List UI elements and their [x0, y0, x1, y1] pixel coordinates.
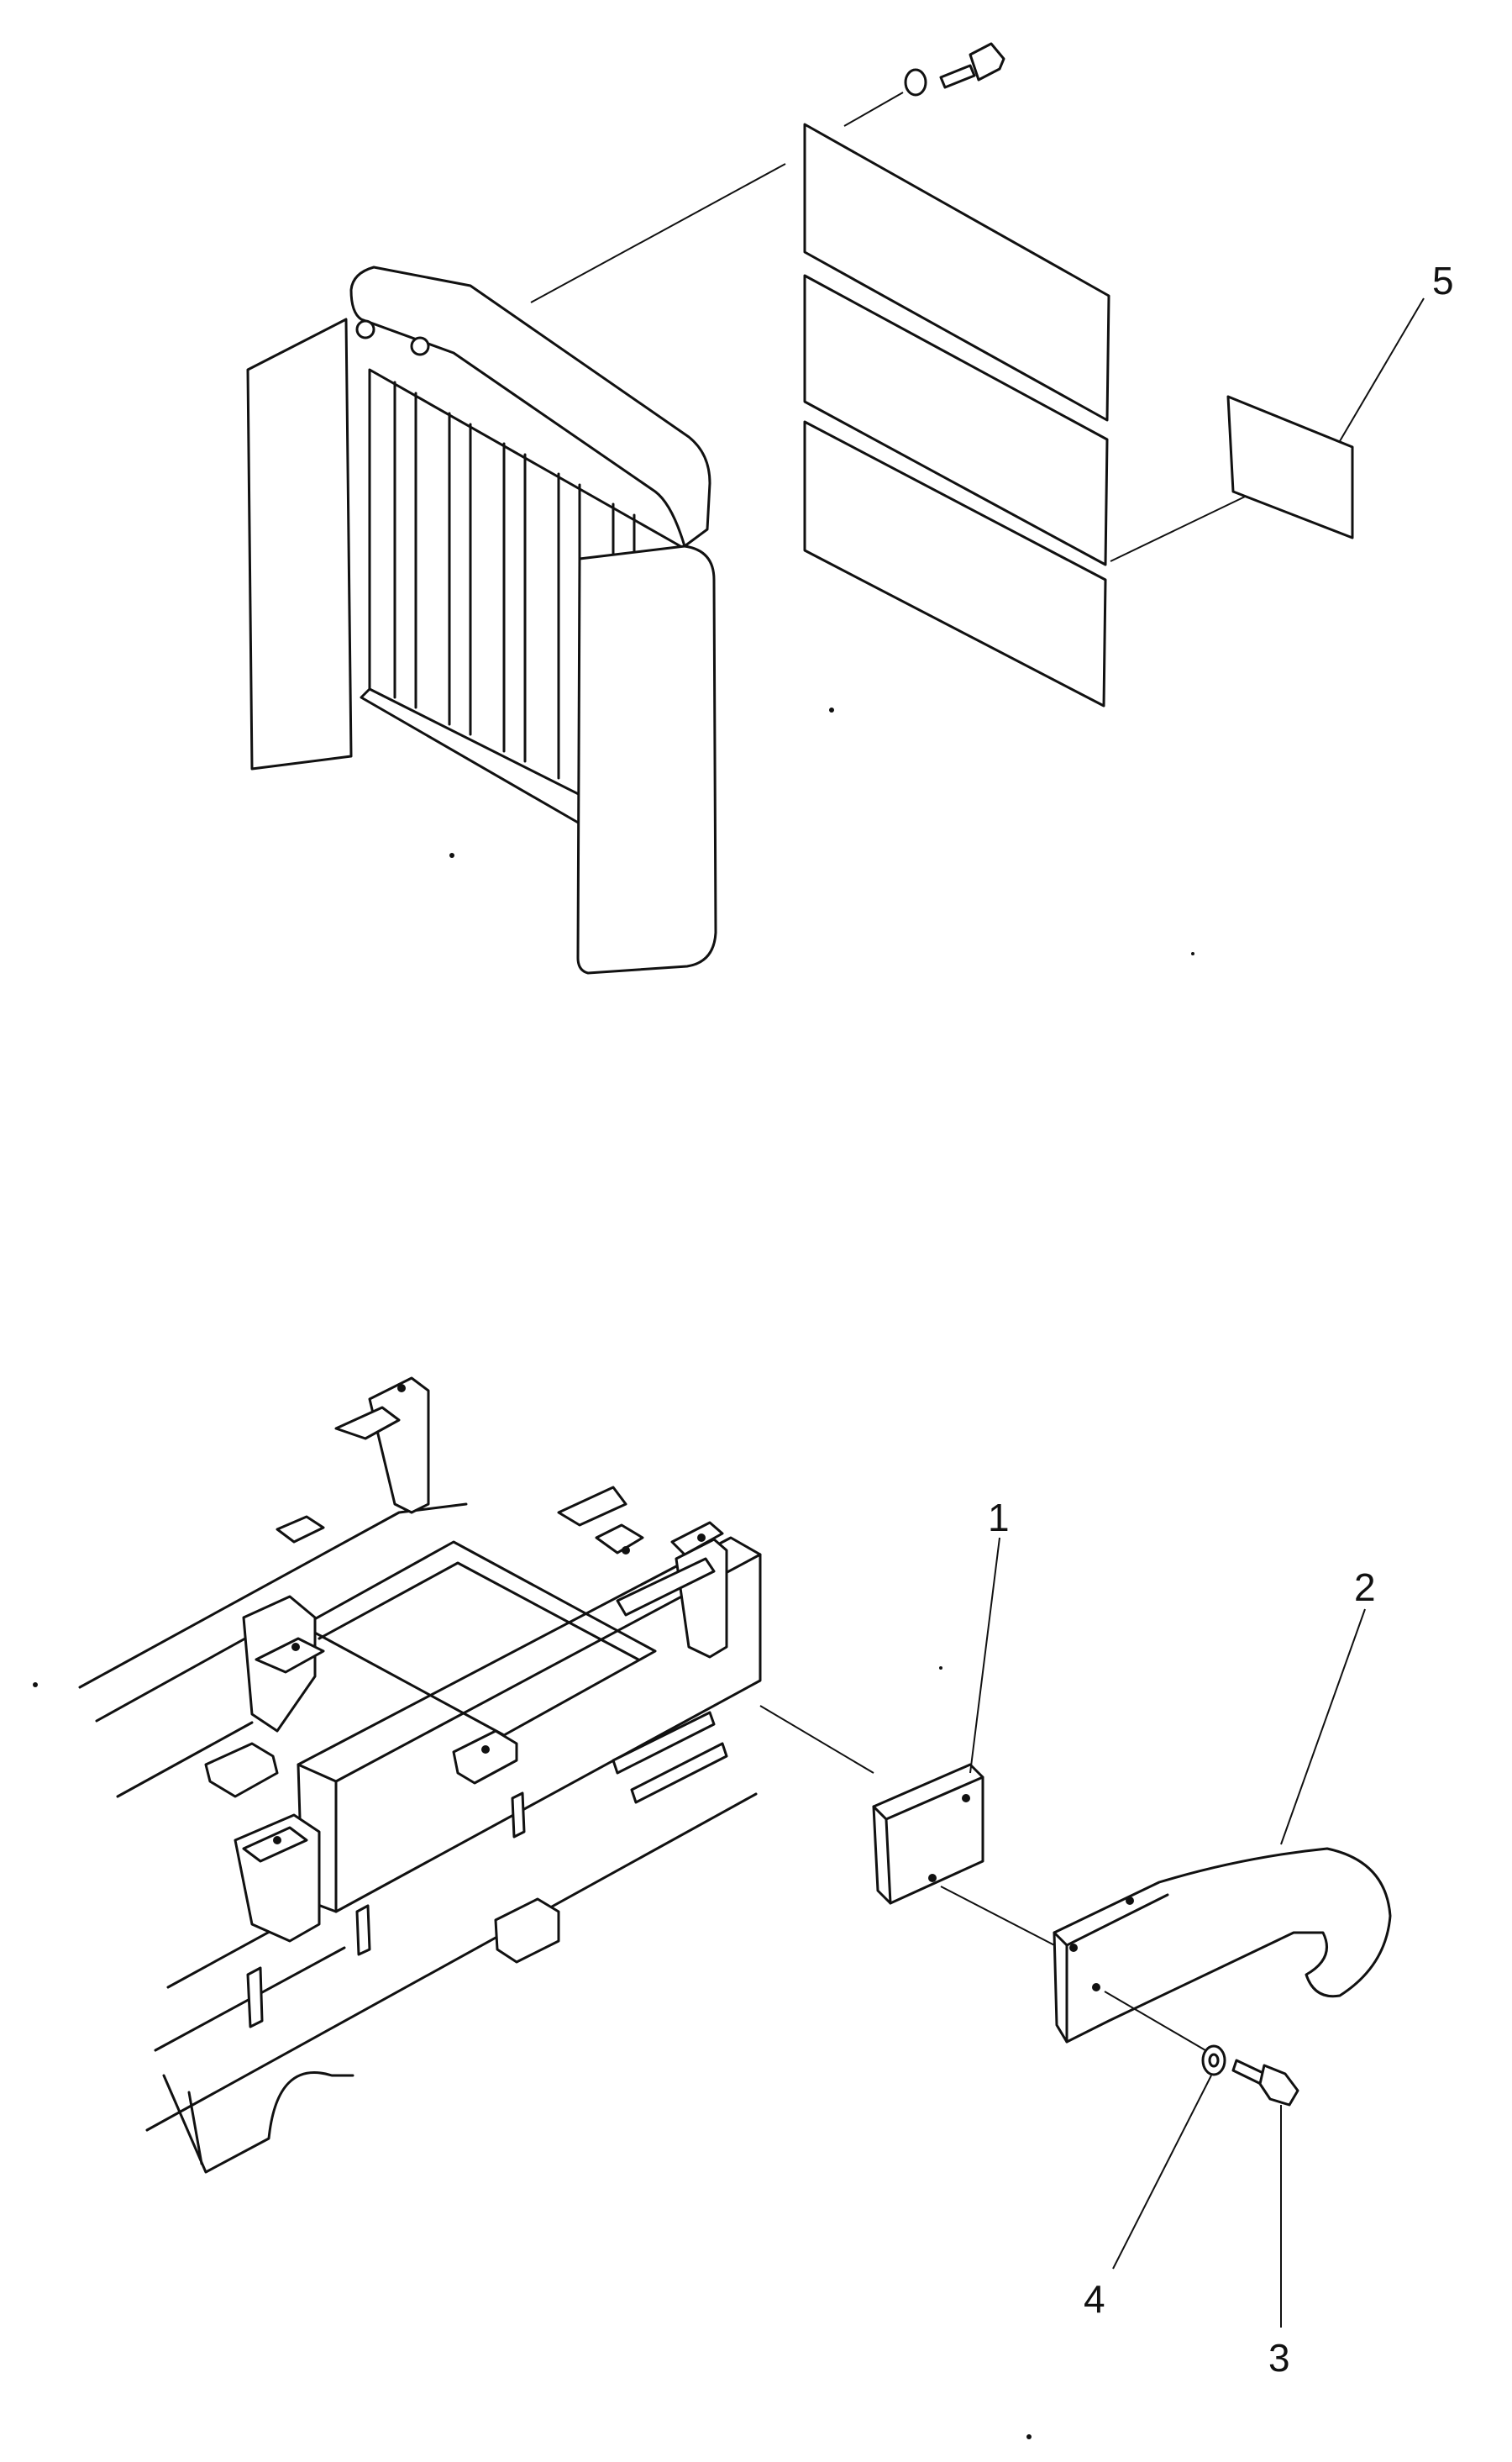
- frame-upright-back: [368, 1376, 430, 1514]
- tow-hook-hole-a: [1126, 1896, 1134, 1905]
- plate-3: [803, 420, 1107, 708]
- frame-rail-mid: [116, 1721, 254, 1798]
- top-bolt-assembly: [843, 42, 1005, 127]
- tow-hook-hole-c: [1092, 1983, 1100, 1991]
- frame-notch-c: [557, 1486, 627, 1527]
- frame-nameplate-a: [612, 1711, 716, 1775]
- spacer-hole-b: [928, 1874, 937, 1882]
- frame-notch-b: [276, 1515, 325, 1544]
- plate-1: [803, 123, 1110, 422]
- leader-5: [1339, 297, 1425, 442]
- leader-cover-plates: [530, 163, 786, 303]
- leader-1: [969, 1537, 1000, 1774]
- cover-front-panel: [576, 544, 717, 975]
- frame-slot-a: [246, 1966, 264, 2028]
- frame-hole-e: [481, 1745, 490, 1754]
- leader-top-bolt: [843, 92, 904, 127]
- spacer-block-shape: [872, 1763, 984, 1905]
- weight-plates: [803, 123, 1265, 708]
- label-plate-shape: [1226, 395, 1354, 539]
- frame-slot-c: [355, 1904, 371, 1956]
- frame-inner-opening-lip: [318, 1561, 640, 1661]
- frame-nameplate-b: [630, 1742, 728, 1804]
- cover-hole-right: [410, 336, 430, 356]
- spacer-block: 1: [872, 1496, 1063, 1950]
- cover-hole-left: [355, 319, 375, 339]
- tow-hook: 2: [1053, 1565, 1392, 2051]
- frame-lower-arch-inner: [187, 2091, 203, 2165]
- frame-side-tab: [616, 1557, 716, 1617]
- frame-foot-low: [494, 1897, 560, 1964]
- callout-1: 1: [988, 1496, 1010, 1539]
- top-washer: [904, 68, 927, 97]
- top-bolt-head: [969, 42, 1005, 82]
- leader-4: [1112, 2075, 1212, 2270]
- scan-specks: [33, 708, 1194, 2439]
- callout-5: 5: [1432, 259, 1454, 302]
- bolt-3-head: [1258, 2064, 1299, 2107]
- frame-upright-back-cap: [334, 1406, 401, 1440]
- leader-frame-spacer: [759, 1705, 874, 1774]
- frame-hole-c: [291, 1643, 300, 1651]
- frame-foot-mid: [452, 1729, 518, 1785]
- frame-lower-arch: [162, 2071, 354, 2174]
- leader-spacer-hook: [940, 1886, 1063, 1950]
- leader-plates-label: [1110, 487, 1265, 562]
- plate-2: [803, 274, 1109, 566]
- callout-2: 2: [1354, 1565, 1376, 1609]
- frame-upright-front-cap: [242, 1826, 308, 1863]
- top-bolt-shank: [939, 64, 976, 89]
- cover-left-wall: [246, 318, 353, 771]
- frame-upright-right-cap: [670, 1521, 724, 1556]
- frame-hole-b: [697, 1533, 706, 1542]
- callout-4: 4: [1084, 2277, 1105, 2321]
- frame-hole-a: [397, 1384, 406, 1392]
- tow-hook-hole-b: [1069, 1944, 1078, 1952]
- frame-hole-d: [273, 1836, 281, 1844]
- leader-hook-bolt: [1104, 1991, 1206, 2051]
- cover-assembly: [246, 163, 786, 975]
- frame-inner-opening: [301, 1540, 657, 1737]
- callout-3: 3: [1268, 2336, 1290, 2380]
- frame-foot-left: [204, 1742, 279, 1798]
- spacer-hole-a: [962, 1794, 970, 1802]
- tow-hook-top-edge: [1065, 1893, 1169, 1947]
- frame-assembly: [78, 1376, 874, 2174]
- frame-notch-a: [595, 1523, 644, 1555]
- frame-hole-f: [622, 1546, 630, 1555]
- frame-upright-left-cap: [255, 1637, 325, 1674]
- washer-4-hole: [1208, 2053, 1220, 2068]
- frame-rail-bottom: [145, 1792, 758, 2132]
- spacer-block-corner: [885, 1818, 892, 1905]
- cover-top-rail: [349, 266, 711, 548]
- frame-slot-b: [511, 1791, 526, 1839]
- frame-rail-top-1: [78, 1502, 468, 1689]
- hook-fasteners: 4 3: [1084, 2044, 1299, 2380]
- label-plate: 5: [1226, 259, 1454, 539]
- tow-hook-body: [1053, 1847, 1392, 2044]
- leader-2: [1280, 1608, 1366, 1845]
